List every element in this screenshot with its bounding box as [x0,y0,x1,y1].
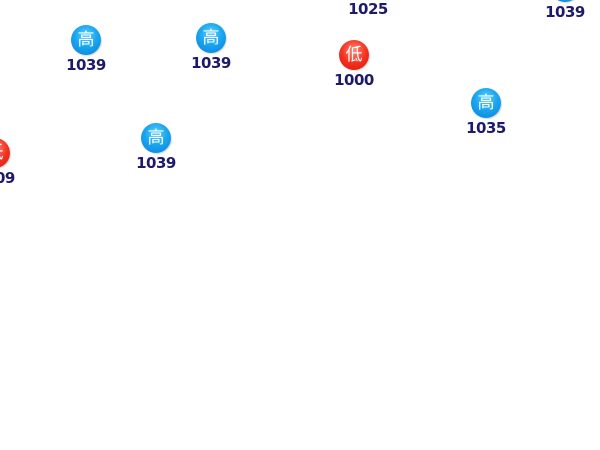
high-pressure-marker[interactable]: 高 1039 [545,0,585,24]
pressure-value: 1039 [191,54,231,72]
low-pressure-marker[interactable]: 低 1000 [334,40,374,92]
low-pressure-marker[interactable]: 低 1009 [0,138,15,190]
high-pressure-marker[interactable]: 高 1039 [191,23,231,75]
high-pressure-icon: 高 [71,25,101,55]
high-pressure-icon: 高 [196,23,226,53]
pressure-value: 1039 [136,154,176,172]
high-pressure-icon: 高 [471,88,501,118]
pressure-value: 1009 [0,169,15,187]
high-pressure-icon: 高 [141,123,171,153]
pressure-value: 1039 [545,3,585,21]
high-pressure-icon: 高 [550,0,580,2]
low-pressure-icon: 低 [339,40,369,70]
pressure-value: 1000 [334,71,374,89]
pressure-value: 1039 [66,56,106,74]
high-pressure-marker[interactable]: 高 1039 [66,25,106,77]
high-pressure-marker[interactable]: 高 1035 [466,88,506,140]
pressure-value: 1025 [348,0,388,18]
high-pressure-marker[interactable]: 高 1025 [348,0,388,21]
high-pressure-marker[interactable]: 高 1039 [136,123,176,175]
low-pressure-icon: 低 [0,138,10,168]
pressure-value: 1035 [466,119,506,137]
